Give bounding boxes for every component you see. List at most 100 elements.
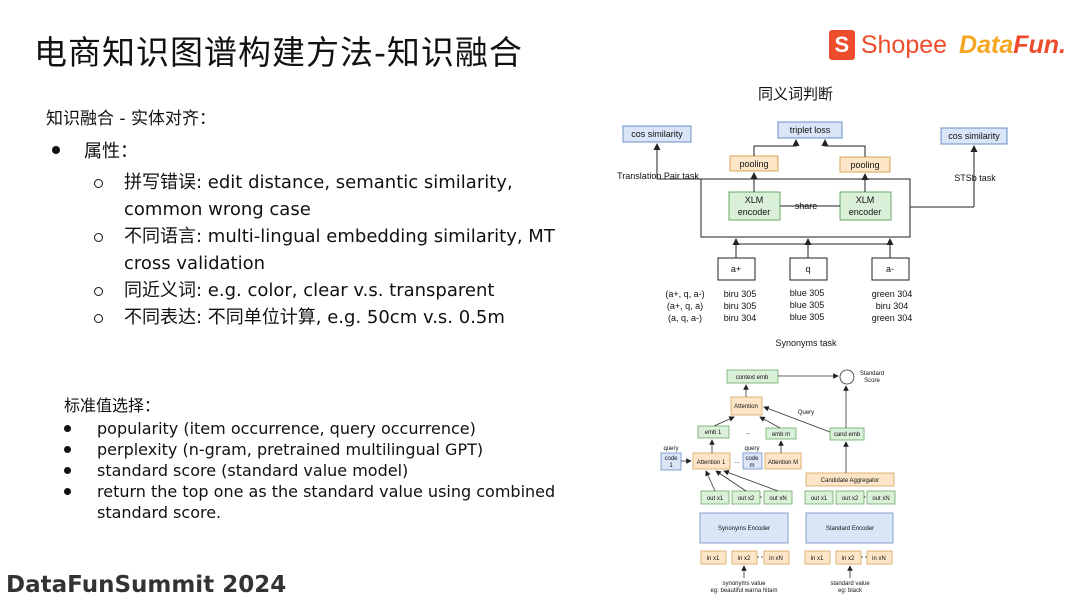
inNb-box bbox=[866, 550, 893, 565]
list-item: standard score (standard value model) bbox=[64, 460, 584, 481]
attentionM-label: Attention M bbox=[768, 460, 798, 466]
xlm-left-label-2: encoder bbox=[738, 207, 771, 217]
inNb-label: in xN bbox=[872, 556, 886, 562]
in1b-box bbox=[804, 550, 831, 565]
xlm-left-box bbox=[728, 191, 781, 221]
code1-label-b: 1 bbox=[669, 463, 673, 469]
bullet-dot bbox=[64, 467, 71, 474]
triplet-label: triplet loss bbox=[790, 125, 831, 135]
standard-section: 标准值选择： popularity (item occurrence, quer… bbox=[64, 395, 584, 523]
in2-label: in x2 bbox=[738, 556, 751, 562]
out2b-box bbox=[835, 490, 865, 505]
list-item-text: popularity (item occurrence, query occur… bbox=[97, 419, 476, 438]
in2-box bbox=[731, 550, 758, 565]
cand-agg-label: Candidate Aggregator bbox=[821, 478, 879, 484]
cos-left-label: cos similarity bbox=[631, 129, 683, 139]
in1b-label: in x1 bbox=[811, 556, 824, 562]
example-cell: green 304 bbox=[872, 289, 913, 299]
query-left-label: query bbox=[663, 446, 678, 452]
outNb-box bbox=[866, 490, 896, 505]
list-item: perplexity (n-gram, pretrained multiling… bbox=[64, 439, 584, 460]
cand-emb-label: cand emb bbox=[834, 432, 861, 438]
bullet-dot bbox=[64, 488, 71, 495]
context-emb-label: context emb bbox=[736, 375, 769, 381]
fusion-heading: 知识融合 - 实体对齐： bbox=[46, 109, 216, 129]
attribute-bullet: 属性： bbox=[52, 137, 576, 163]
out1b-box bbox=[804, 490, 834, 505]
dots-label-2: ... bbox=[734, 459, 739, 465]
out2-label: out x2 bbox=[738, 496, 755, 502]
arrow bbox=[715, 470, 747, 492]
diagram2-labels: context emb Standard Score Attention Que… bbox=[663, 371, 889, 594]
emb1-label: emb 1 bbox=[705, 430, 722, 436]
codem-label-b: m bbox=[750, 463, 755, 469]
footer-brand: DataFunSummit 2024 bbox=[6, 572, 287, 598]
cos-right-box bbox=[940, 127, 1008, 145]
embm-box bbox=[765, 427, 797, 440]
arrow bbox=[763, 406, 831, 433]
score-circle bbox=[839, 369, 855, 385]
bullet-dot bbox=[64, 446, 71, 453]
logos: S Shopee DataFun. bbox=[828, 30, 1066, 60]
attentionM-box bbox=[764, 452, 802, 470]
stsb-task-label: STSb task bbox=[954, 173, 996, 183]
in1-box bbox=[700, 550, 727, 565]
arrow bbox=[759, 416, 781, 429]
synonyms-task-label: Synonyms task bbox=[775, 338, 837, 348]
list-item: return the top one as the standard value… bbox=[64, 481, 584, 523]
std-value-label-2: eg: black bbox=[838, 588, 863, 594]
example-cell: green 304 bbox=[872, 313, 913, 323]
in2b-label: in x2 bbox=[842, 556, 855, 562]
attention-label: Attention bbox=[734, 404, 758, 410]
input-a-plus-label: a+ bbox=[731, 264, 741, 274]
diagram1-title: 同义词判断 bbox=[758, 85, 834, 103]
datafun-logo: DataFun. bbox=[959, 31, 1066, 60]
triplet-row: (a+, q, a-) bbox=[665, 289, 704, 299]
shopee-text: Shopee bbox=[860, 30, 948, 59]
shopee-bag-icon: S bbox=[828, 30, 855, 60]
syn-value-label-2: eg: beautiful warna hitam bbox=[710, 588, 777, 594]
bullet-dot bbox=[52, 146, 60, 154]
embm-label: emb m bbox=[772, 432, 790, 438]
outN-label: out xN bbox=[769, 496, 786, 502]
triplet-box bbox=[777, 121, 843, 139]
inN-label: in xN bbox=[769, 556, 783, 562]
in2b-box bbox=[835, 550, 862, 565]
page-title: 电商知识图谱构建方法-知识融合 bbox=[34, 33, 523, 72]
diagram1 bbox=[622, 121, 1008, 281]
sub-item-text: 同近义词: e.g. color, clear v.s. transparent bbox=[124, 280, 495, 301]
sub-item: 拼写错误: edit distance, semantic similarity… bbox=[94, 169, 576, 223]
arrow bbox=[713, 416, 735, 427]
example-cell: blue 305 bbox=[790, 312, 825, 322]
context-emb-box bbox=[726, 369, 779, 384]
sub-item: 不同语言: multi-lingual embedding similarity… bbox=[94, 223, 576, 277]
translation-task-label: Translation Pair task bbox=[617, 171, 699, 181]
bullet-dot bbox=[64, 425, 71, 432]
example-cell: biru 305 bbox=[724, 289, 757, 299]
inN-box bbox=[763, 550, 790, 565]
std-encoder-box bbox=[805, 512, 894, 544]
sub-item-text: 不同语言: multi-lingual embedding similarity… bbox=[124, 226, 555, 274]
shopee-logo: S Shopee bbox=[828, 30, 948, 60]
example-cell: biru 305 bbox=[724, 301, 757, 311]
diagram1-labels: cos similarity triplet loss cos similari… bbox=[617, 125, 1000, 348]
example-cell: biru 304 bbox=[876, 301, 909, 311]
pooling-left-label: pooling bbox=[739, 159, 768, 169]
fusion-section: 知识融合 - 实体对齐： 属性： 拼写错误: edit distance, se… bbox=[46, 104, 576, 331]
circle-bullet bbox=[94, 179, 103, 188]
example-cell: blue 305 bbox=[790, 288, 825, 298]
out1b-label: out x1 bbox=[811, 496, 828, 502]
sub-item-text: 不同表达: 不同单位计算, e.g. 50cm v.s. 0.5m bbox=[124, 307, 505, 328]
circle-bullet bbox=[94, 287, 103, 296]
circle-bullet bbox=[94, 314, 103, 323]
pooling-right-label: pooling bbox=[850, 160, 879, 170]
cos-right-label: cos similarity bbox=[948, 131, 1000, 141]
cos-left-box bbox=[622, 125, 692, 143]
cand-agg-box bbox=[805, 472, 895, 487]
syn-encoder-label: Synonyms Encoder bbox=[718, 526, 770, 532]
sub-item-text: 拼写错误: edit distance, semantic similarity… bbox=[124, 172, 513, 220]
input-a-minus-label: a- bbox=[886, 264, 894, 274]
cand-emb-box bbox=[829, 427, 865, 441]
attention1-box bbox=[692, 452, 731, 470]
